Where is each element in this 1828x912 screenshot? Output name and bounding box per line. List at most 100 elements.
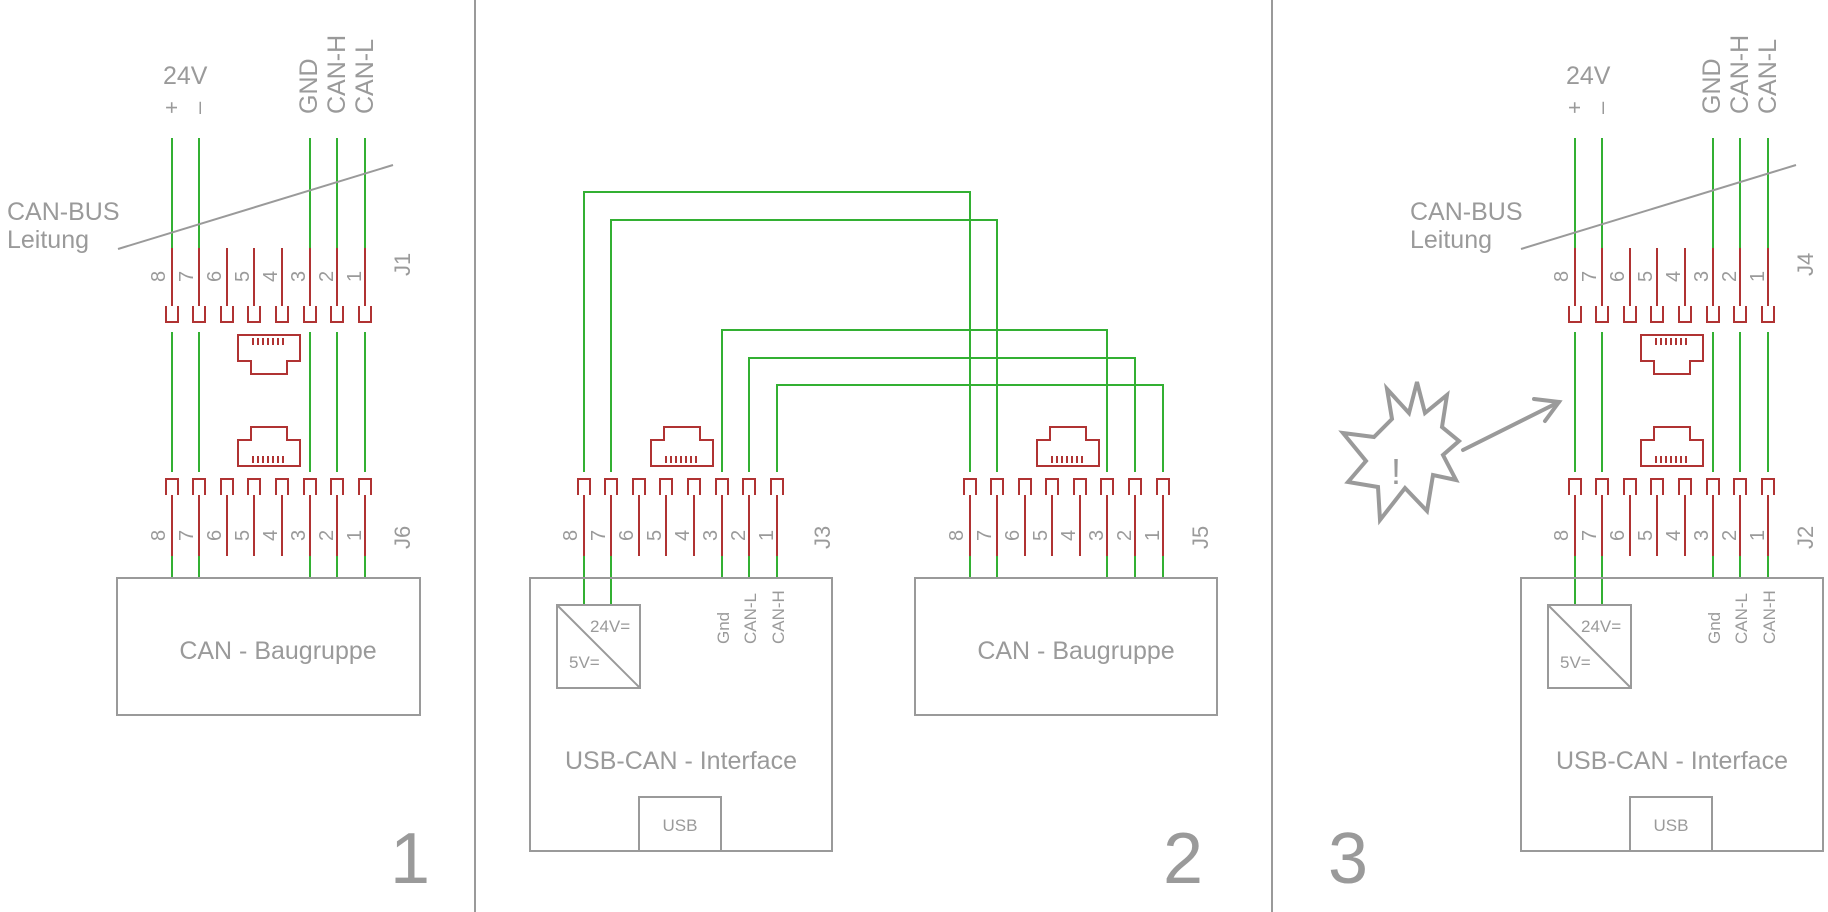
rj45-jack-icon <box>1640 334 1704 375</box>
pin-number-label-2: 2 <box>316 271 338 282</box>
wire <box>969 556 1164 578</box>
supply-plus-label: + <box>1562 101 1587 114</box>
pin-number-label-5: 5 <box>1030 530 1052 541</box>
cable-label-line-2: Leitung <box>7 226 89 254</box>
pin-lead <box>1733 248 1747 323</box>
pin-lead <box>192 478 206 556</box>
pin-number-label-7: 7 <box>1579 271 1601 282</box>
pin-number-label-3: 3 <box>700 530 722 541</box>
panel-3: 24V + – GND CAN-H CAN-L CAN-BUS Leitung <box>1328 35 1824 899</box>
panel-number-1: 1 <box>390 819 430 899</box>
wire <box>776 384 1164 472</box>
pin-number-label-1: 1 <box>1747 271 1769 282</box>
pin-lead <box>1623 248 1637 323</box>
wire <box>748 357 1136 472</box>
pin-lead <box>192 248 206 323</box>
pin-number-label-1: 1 <box>344 530 366 541</box>
pin-lead <box>1706 248 1720 323</box>
pin-number-label-3: 3 <box>1691 271 1713 282</box>
pin-leads <box>165 248 372 323</box>
can-h-signal-label: CAN-H <box>1726 35 1754 114</box>
pin-number-label-4: 4 <box>1663 530 1685 541</box>
rj45-jack-icon <box>1036 426 1100 467</box>
pin-lead <box>770 478 784 556</box>
usb-port-label: USB <box>663 816 698 835</box>
pin-lead <box>303 248 317 323</box>
bus-wires <box>1574 138 1769 605</box>
pin-lead <box>1761 248 1775 323</box>
pin-lead <box>1761 478 1775 556</box>
pin-lead <box>275 248 289 323</box>
can-l-terminal-label: CAN-L <box>1732 593 1751 644</box>
pin-lead <box>1568 478 1582 556</box>
pin-lead <box>275 478 289 556</box>
pin-lead <box>1678 478 1692 556</box>
connector-j2: 8 7 6 5 4 3 2 1 J2 <box>1551 478 1818 556</box>
pin-number-label-2: 2 <box>728 530 750 541</box>
pin-lead <box>1678 248 1692 323</box>
pin-leads <box>165 478 372 556</box>
connector-j1: 8 7 6 5 4 3 2 1 J1 <box>148 248 415 323</box>
pin-number-label-5: 5 <box>1635 271 1657 282</box>
pin-number-label-3: 3 <box>288 271 310 282</box>
pin-lead <box>1045 478 1059 556</box>
pin-number-label-8: 8 <box>1551 530 1573 541</box>
pin-number-label-6: 6 <box>616 530 638 541</box>
pin-number-label-4: 4 <box>1058 530 1080 541</box>
pin-lead <box>742 478 756 556</box>
can-l-signal-label: CAN-L <box>1754 39 1782 114</box>
pin-lead <box>1595 248 1609 323</box>
pin-lead <box>1018 478 1032 556</box>
pin-lead <box>330 248 344 323</box>
panel-1: 24V + – GND CAN-H CAN-L CAN-BUS Lei <box>7 35 430 899</box>
pin-number-label-6: 6 <box>204 530 226 541</box>
pin-column-labels: 8 7 6 5 4 3 2 1 <box>946 530 1164 541</box>
converter-input-label: 24V= <box>590 617 630 636</box>
pin-number-label-2: 2 <box>316 530 338 541</box>
pin-number-label-8: 8 <box>148 271 170 282</box>
gnd-terminal-label: Gnd <box>714 612 733 644</box>
converter-output-label: 5V= <box>1560 653 1591 672</box>
pin-number-label-2: 2 <box>1114 530 1136 541</box>
can-module-label: CAN - Baugruppe <box>179 637 376 665</box>
panel-number-2: 2 <box>1163 819 1203 899</box>
pin-number-label-2: 2 <box>1719 271 1741 282</box>
cable-marker-line <box>117 164 394 250</box>
wire <box>610 219 998 472</box>
pin-number-label-6: 6 <box>204 271 226 282</box>
rj45-jack-icon <box>237 426 301 467</box>
connector-j2-label: J2 <box>1793 526 1818 549</box>
cable-label-line-2: Leitung <box>1410 226 1492 254</box>
pin-number-label-1: 1 <box>756 530 778 541</box>
spark-burst-icon: ! <box>1338 381 1463 526</box>
pin-lead <box>577 478 591 556</box>
usb-port-box <box>1629 796 1713 852</box>
pin-lead <box>659 478 673 556</box>
connector-j1-label: J1 <box>390 253 415 276</box>
can-module-label: CAN - Baugruppe <box>977 637 1174 665</box>
pin-number-label-5: 5 <box>644 530 666 541</box>
pin-number-label-5: 5 <box>232 271 254 282</box>
pin-number-label-6: 6 <box>1607 271 1629 282</box>
gnd-signal-label: GND <box>1698 58 1726 114</box>
usb-port-box <box>638 796 722 852</box>
connector-j6: 8 7 6 5 4 3 2 1 J6 <box>148 478 415 556</box>
pin-lead <box>990 478 1004 556</box>
connector-j4-label: J4 <box>1793 253 1818 276</box>
rj45-jack-icon <box>237 334 301 375</box>
connector-j5: 8 7 6 5 4 3 2 1 J5 <box>946 478 1213 556</box>
connector-j3-label: J3 <box>810 526 835 549</box>
pin-leads <box>1568 478 1775 556</box>
cable-label-line-1: CAN-BUS <box>1410 198 1523 226</box>
can-h-terminal-label: CAN-H <box>769 590 788 644</box>
gnd-signal-label: GND <box>295 58 323 114</box>
pin-lead <box>165 478 179 556</box>
interface-title: USB-CAN - Interface <box>1556 747 1788 775</box>
pin-lead <box>1706 478 1720 556</box>
pin-number-label-7: 7 <box>176 530 198 541</box>
pin-number-label-8: 8 <box>946 530 968 541</box>
pin-lead <box>220 248 234 323</box>
pin-lead <box>165 248 179 323</box>
cable-label-line-1: CAN-BUS <box>7 198 120 226</box>
